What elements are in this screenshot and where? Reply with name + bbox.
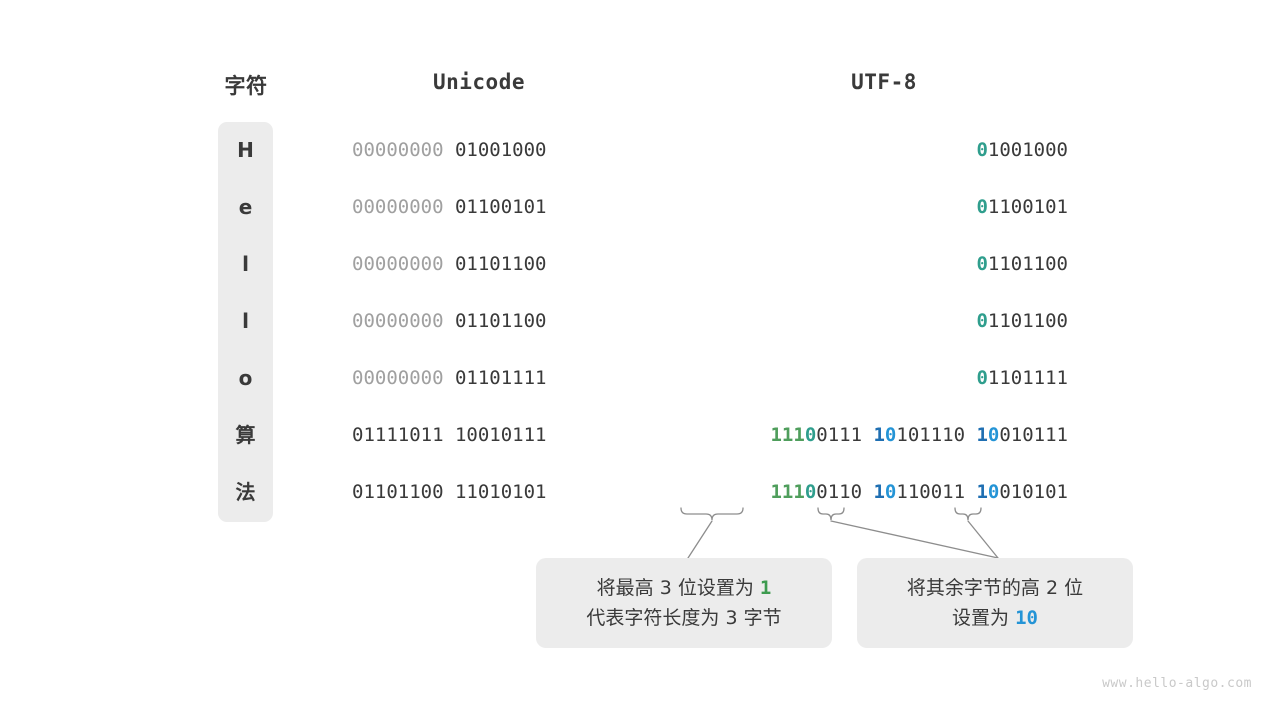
utf8-bit-group: 1 xyxy=(976,481,988,503)
unicode-cell: 00000000 01101100 xyxy=(352,250,608,278)
utf8-cell: 11100110 10110011 10010101 xyxy=(770,478,1068,506)
unicode-cell: 00000000 01101111 xyxy=(352,364,608,392)
utf8-bit-group: 111 xyxy=(770,424,805,446)
utf8-bit-group: 010111 xyxy=(999,424,1068,446)
unicode-leading-zeros: 00000000 xyxy=(352,310,455,332)
utf8-bit-group: 0 xyxy=(987,481,1000,503)
unicode-leading-zeros: 00000000 xyxy=(352,196,455,218)
unicode-cell: 00000000 01100101 xyxy=(352,193,608,221)
utf8-bit-group: 0 xyxy=(884,481,897,503)
unicode-cell: 01111011 10010111 xyxy=(352,421,608,449)
character-cell: H xyxy=(237,138,254,162)
character-cell: l xyxy=(242,252,249,276)
utf8-bit-group: 0 xyxy=(976,253,988,275)
utf8-bit-group: 1001000 xyxy=(987,139,1068,161)
annotation-line: 代表字符长度为 3 字节 xyxy=(586,603,781,633)
column-header-utf8: UTF-8 xyxy=(851,70,917,94)
unicode-value: 01111011 10010111 xyxy=(352,424,547,446)
utf8-bit-group: 101110 xyxy=(896,424,977,446)
utf8-bit-group: 1 xyxy=(976,424,988,446)
unicode-leading-zeros: 00000000 xyxy=(352,367,455,389)
utf8-bit-group: 111 xyxy=(770,481,805,503)
utf8-cell: 01101100 xyxy=(976,307,1068,335)
column-header-character: 字符 xyxy=(224,74,268,98)
utf8-bit-group: 110011 xyxy=(896,481,977,503)
utf8-cell: 01101111 xyxy=(976,364,1068,392)
unicode-cell: 00000000 01001000 xyxy=(352,136,608,164)
utf8-cell: 01100101 xyxy=(976,193,1068,221)
annotation-text: 将其余字节的高 2 位 xyxy=(906,577,1084,599)
character-cell: l xyxy=(242,309,249,333)
character-cell: 法 xyxy=(235,480,256,504)
watermark: www.hello-algo.com xyxy=(1102,676,1252,691)
unicode-value: 01101100 11010101 xyxy=(352,481,547,503)
annotation-text: 设置为 xyxy=(952,607,1016,629)
column-header-unicode: Unicode xyxy=(432,70,525,94)
utf8-bit-group: 0 xyxy=(804,424,817,446)
utf8-bit-group: 0 xyxy=(976,310,988,332)
unicode-value: 01101100 xyxy=(454,253,547,275)
annotation-callout: 将其余字节的高 2 位设置为 10 xyxy=(857,558,1133,648)
annotation-line: 设置为 10 xyxy=(952,603,1038,633)
utf8-bit-group: 1 xyxy=(873,424,885,446)
unicode-cell: 01101100 11010101 xyxy=(352,478,608,506)
utf8-bit-group: 1101100 xyxy=(987,310,1068,332)
annotation-text: 代表字符长度为 3 字节 xyxy=(586,607,782,629)
character-column-panel xyxy=(218,122,273,522)
utf8-bit-group: 1 xyxy=(873,481,885,503)
utf8-bit-group: 1100101 xyxy=(987,196,1068,218)
utf8-bit-group: 0 xyxy=(976,367,988,389)
annotation-text: 1 xyxy=(759,577,772,599)
unicode-value: 01101111 xyxy=(454,367,547,389)
utf8-cell: 11100111 10101110 10010111 xyxy=(770,421,1068,449)
unicode-cell: 00000000 01101100 xyxy=(352,307,608,335)
annotation-line: 将最高 3 位设置为 1 xyxy=(597,573,772,603)
annotation-text: 将最高 3 位设置为 xyxy=(596,577,760,599)
annotation-line: 将其余字节的高 2 位 xyxy=(907,573,1083,603)
unicode-value: 01101100 xyxy=(454,310,547,332)
character-cell: 算 xyxy=(235,423,256,447)
utf8-bit-group: 0 xyxy=(976,139,988,161)
utf8-bit-group: 1101111 xyxy=(987,367,1068,389)
utf8-bit-group: 0 xyxy=(976,196,988,218)
unicode-leading-zeros: 00000000 xyxy=(352,139,455,161)
utf8-bit-group: 0110 xyxy=(816,481,874,503)
utf8-bit-group: 0111 xyxy=(816,424,874,446)
utf8-cell: 01101100 xyxy=(976,250,1068,278)
unicode-value: 01100101 xyxy=(454,196,547,218)
utf8-cell: 01001000 xyxy=(976,136,1068,164)
utf8-bit-group: 0 xyxy=(987,424,1000,446)
annotation-callout: 将最高 3 位设置为 1 代表字符长度为 3 字节 xyxy=(536,558,832,648)
utf8-bit-group: 1101100 xyxy=(987,253,1068,275)
unicode-leading-zeros: 00000000 xyxy=(352,253,455,275)
character-cell: o xyxy=(238,366,253,390)
utf8-bit-group: 0 xyxy=(884,424,897,446)
utf8-bit-group: 010101 xyxy=(999,481,1068,503)
utf8-bit-group: 0 xyxy=(804,481,817,503)
annotation-text: 10 xyxy=(1015,607,1038,629)
character-cell: e xyxy=(238,195,253,219)
unicode-value: 01001000 xyxy=(454,139,547,161)
